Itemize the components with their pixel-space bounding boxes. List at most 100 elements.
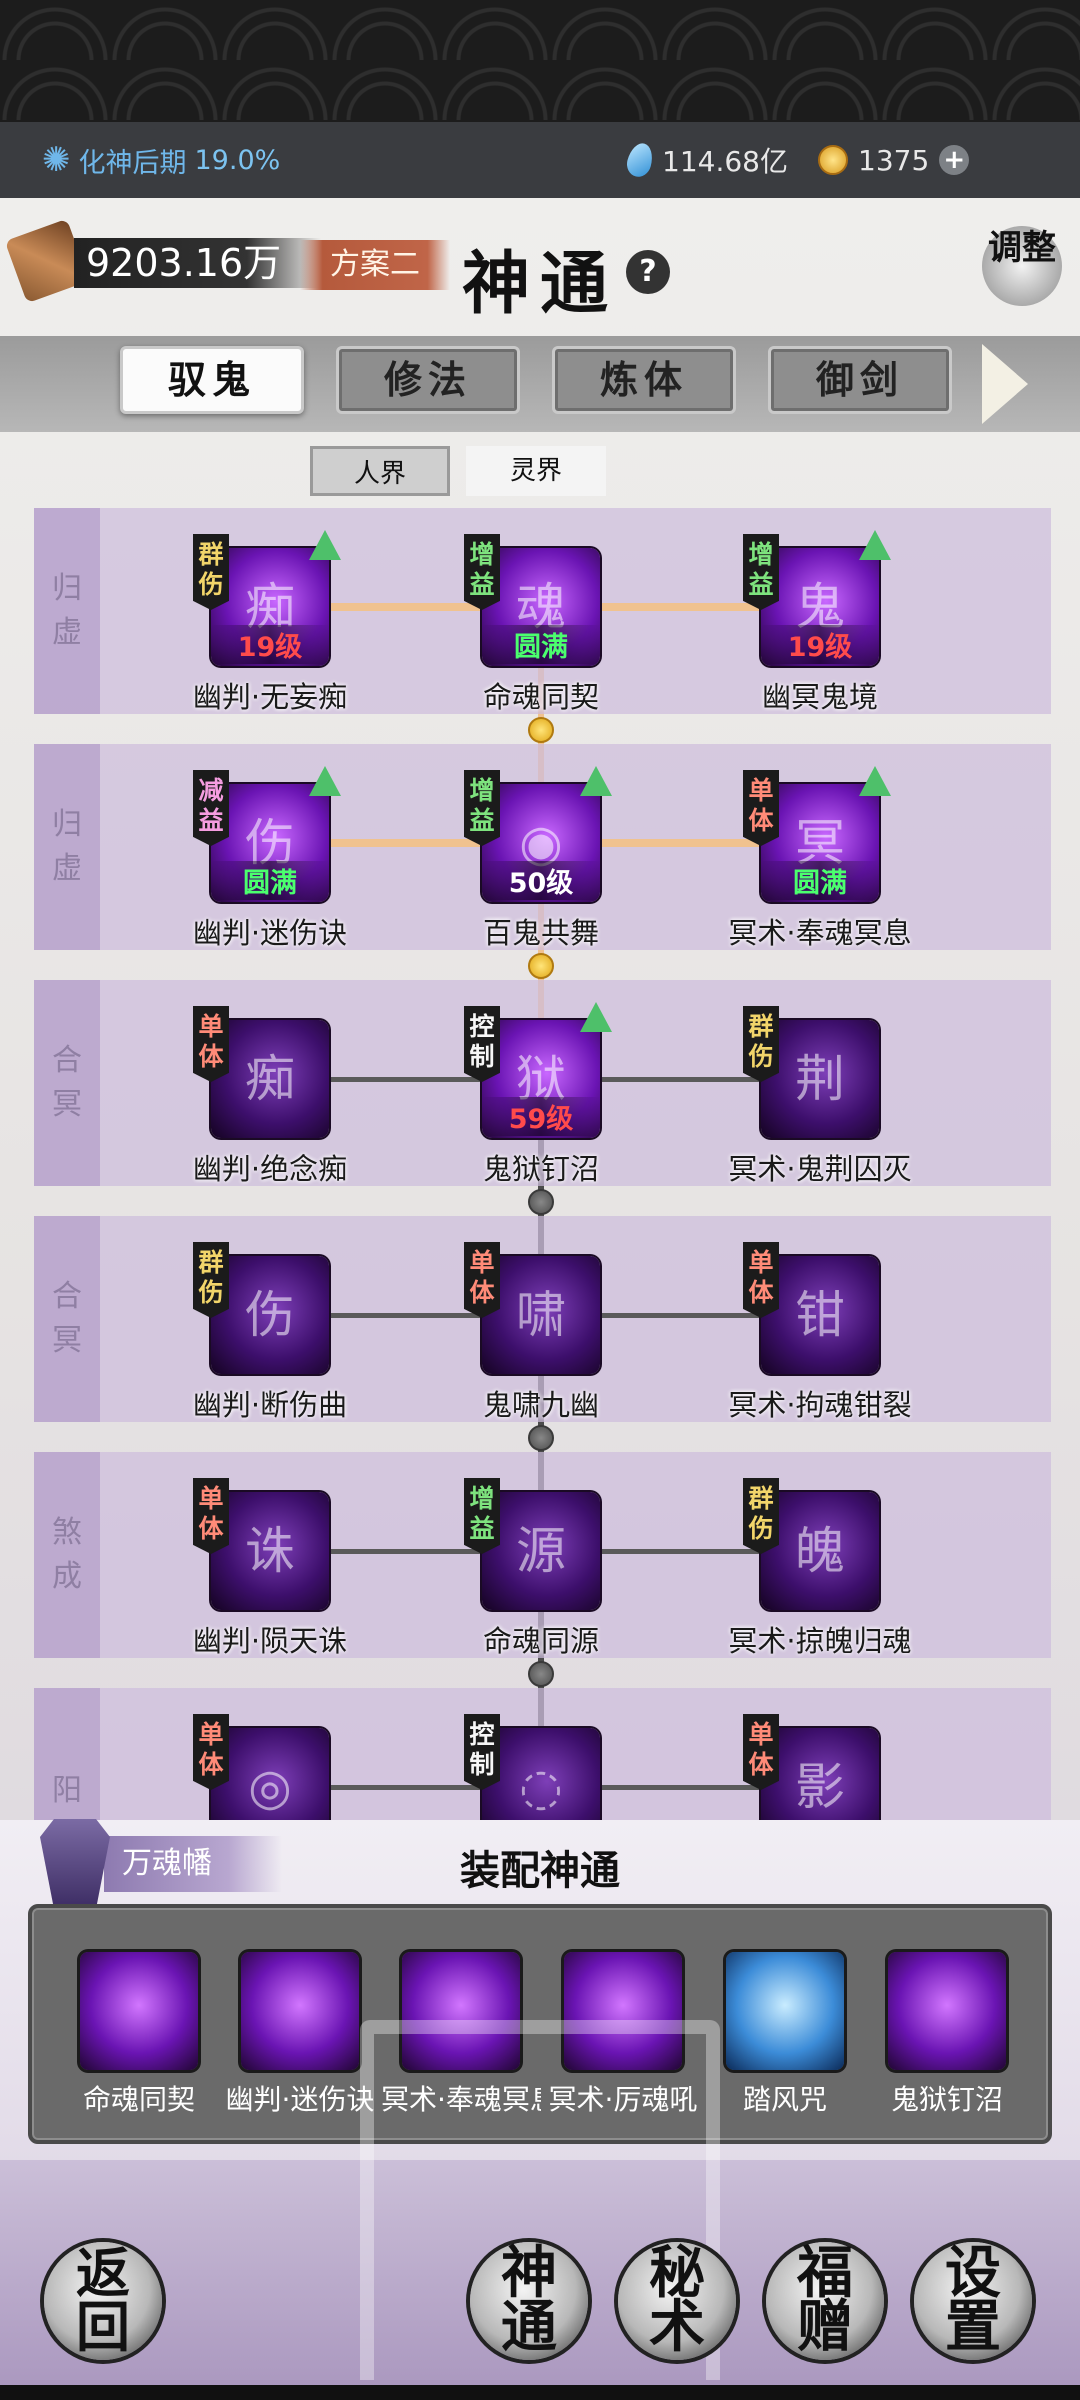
skill-name: 命魂同契 bbox=[482, 680, 599, 714]
equipped-skill-slot[interactable] bbox=[241, 1952, 359, 2070]
upgrade-arrow-icon bbox=[309, 530, 341, 560]
skill-type-tag: 单体 bbox=[743, 770, 779, 846]
skill-icon[interactable]: 冥单体圆满 bbox=[743, 766, 891, 902]
equipped-skill-name: 鬼狱钉沼 bbox=[890, 2083, 1003, 2116]
skill-icon[interactable]: ◌控制 bbox=[464, 1714, 600, 1820]
skill-type-tag: 单体 bbox=[743, 1242, 779, 1318]
help-icon[interactable]: ? bbox=[626, 250, 670, 294]
skill-icon[interactable]: 魂增益圆满 bbox=[464, 534, 600, 666]
skill-name: 鬼狱钉沼 bbox=[482, 1152, 599, 1186]
adjust-button[interactable]: 调整 bbox=[982, 226, 1062, 306]
skill-name: 幽判·绝念痴 bbox=[192, 1152, 348, 1186]
plan-selector[interactable]: 方案二 bbox=[300, 240, 450, 290]
equip-title: 装配神通 bbox=[460, 1848, 620, 1894]
tier-label: 归虚 bbox=[34, 508, 100, 714]
skill-art-icon: 源 bbox=[516, 1522, 566, 1580]
skill-level: 19级 bbox=[761, 625, 879, 664]
tier-label: 煞成 bbox=[34, 1452, 100, 1658]
coin-icon bbox=[818, 145, 848, 175]
tree-connector-horizontal bbox=[601, 1785, 760, 1790]
skill-type-tag: 单体 bbox=[464, 1242, 500, 1318]
gold-value: 1375 bbox=[858, 143, 930, 177]
tab-lianti[interactable]: 炼体 bbox=[552, 346, 736, 414]
tree-connector-horizontal bbox=[330, 839, 481, 847]
skill-name: 冥术·拘魂钳裂 bbox=[728, 1388, 912, 1422]
equipped-skill-slot[interactable] bbox=[726, 1952, 844, 2070]
skill-icon[interactable]: 啸单体 bbox=[464, 1242, 600, 1374]
tab-yugui[interactable]: 驭鬼 bbox=[120, 346, 304, 414]
next-tab-arrow-icon[interactable] bbox=[982, 344, 1028, 424]
tree-connector-horizontal bbox=[330, 1313, 481, 1318]
skill-icon[interactable]: 钳单体 bbox=[743, 1242, 879, 1374]
skill-type-tag: 增益 bbox=[464, 534, 500, 610]
realm-label: 化神后期 bbox=[78, 147, 187, 179]
category-tab-bar: 驭鬼 修法 炼体 御剑 bbox=[0, 336, 1080, 432]
subtab-human-realm[interactable]: 人界 bbox=[310, 446, 450, 496]
nav-shentong-button[interactable]: 神通 bbox=[470, 2242, 588, 2360]
skill-name: 幽判·断伤曲 bbox=[192, 1388, 348, 1422]
equipped-skills-panel: 命魂同契幽判·迷伤诀冥术·奉魂冥息冥术·厉魂吼踏风咒鬼狱钉沼 bbox=[28, 1904, 1052, 2144]
spirit-stone-counter[interactable]: 114.68亿 bbox=[624, 140, 788, 180]
equipped-skill-slot[interactable] bbox=[888, 1952, 1006, 2070]
combat-power: 9203.16万 bbox=[4, 218, 322, 304]
bottom-edge bbox=[0, 2385, 1080, 2400]
skill-art-icon: 魄 bbox=[795, 1522, 845, 1580]
nav-mishu-button[interactable]: 秘术 bbox=[618, 2242, 736, 2360]
nav-mishu-label: 秘术 bbox=[649, 2240, 705, 2360]
nav-fuzeng-button[interactable]: 福赠 bbox=[766, 2242, 884, 2360]
skill-type-tag: 控制 bbox=[464, 1006, 500, 1082]
equipped-skill-slot[interactable] bbox=[402, 1952, 520, 2070]
skill-level: 59级 bbox=[482, 1097, 600, 1136]
page-title: 神通 bbox=[462, 244, 619, 324]
skill-name: 幽判·迷伤诀 bbox=[192, 916, 348, 950]
skill-icon[interactable]: 伤群伤 bbox=[193, 1242, 329, 1374]
tab-xiufa[interactable]: 修法 bbox=[336, 346, 520, 414]
skill-icon[interactable]: 诛单体 bbox=[193, 1478, 329, 1610]
skill-type-tag: 增益 bbox=[743, 534, 779, 610]
back-button[interactable]: 返回 bbox=[44, 2242, 162, 2360]
equipped-skill-slot[interactable] bbox=[564, 1952, 682, 2070]
skill-icon[interactable]: 痴单体 bbox=[193, 1006, 329, 1138]
tree-node-connector bbox=[528, 1661, 554, 1687]
gold-counter[interactable]: 1375 + bbox=[818, 143, 970, 177]
skill-name: 幽冥鬼境 bbox=[761, 680, 878, 714]
skill-icon[interactable]: ◎单体 bbox=[193, 1714, 329, 1820]
skill-type-tag: 增益 bbox=[464, 1478, 500, 1554]
skill-type-tag: 单体 bbox=[193, 1478, 229, 1554]
skill-icon[interactable]: 伤减益圆满 bbox=[193, 766, 341, 902]
banner-selector[interactable]: 万魂幡 bbox=[40, 1819, 282, 1909]
back-label: 返回 bbox=[76, 2241, 130, 2359]
equipped-skill-name: 幽判·迷伤诀 bbox=[225, 2083, 375, 2116]
skill-name: 幽判·陨天诛 bbox=[192, 1624, 348, 1658]
skill-type-tag: 单体 bbox=[193, 1714, 229, 1790]
skill-type-tag: 减益 bbox=[193, 770, 229, 846]
skill-icon[interactable]: 魄群伤 bbox=[743, 1478, 879, 1610]
nav-settings-button[interactable]: 设置 bbox=[914, 2242, 1032, 2360]
power-value: 9203.16万 bbox=[74, 238, 322, 288]
skill-icon[interactable]: 荆群伤 bbox=[743, 1006, 879, 1138]
subtab-spirit-realm[interactable]: 灵界 bbox=[466, 446, 606, 496]
skill-name: 鬼啸九幽 bbox=[482, 1388, 599, 1422]
world-subtabs: 人界 灵界 bbox=[310, 446, 606, 496]
tab-yujian[interactable]: 御剑 bbox=[768, 346, 952, 414]
skill-icon[interactable]: 源增益 bbox=[464, 1478, 600, 1610]
tier-label: 阳 bbox=[34, 1688, 100, 1820]
tier-label: 合冥 bbox=[34, 1216, 100, 1422]
realm-indicator[interactable]: ✺ 化神后期 19.0% bbox=[42, 140, 280, 180]
upgrade-arrow-icon bbox=[309, 766, 341, 796]
tier-label: 合冥 bbox=[34, 980, 100, 1186]
nav-shentong-label: 神通 bbox=[501, 2240, 557, 2360]
add-gold-button[interactable]: + bbox=[939, 145, 970, 175]
tree-node-connector bbox=[528, 953, 554, 979]
skill-icon[interactable]: 影单体 bbox=[743, 1714, 879, 1820]
skill-level: 圆满 bbox=[211, 861, 329, 900]
equipped-skill-slot[interactable] bbox=[80, 1952, 198, 2070]
skill-type-tag: 单体 bbox=[193, 1006, 229, 1082]
skill-name: 冥术·鬼荆囚灭 bbox=[728, 1152, 912, 1186]
